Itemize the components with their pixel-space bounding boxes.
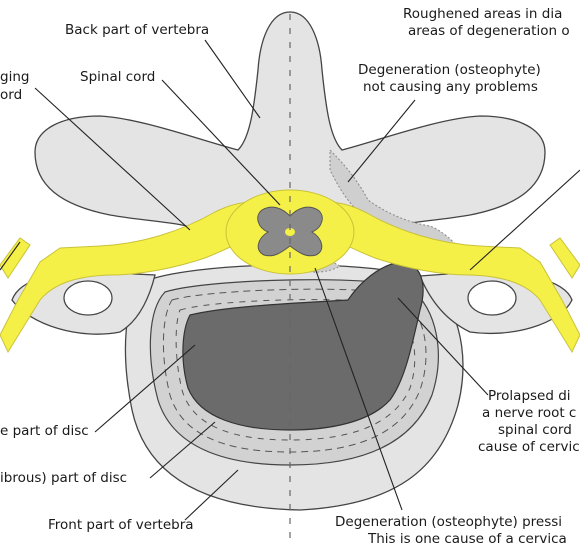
leader-spinal-cord [161, 79, 281, 206]
nucleus-pulposus [182, 261, 424, 431]
leader-outer-disc [149, 421, 216, 479]
leader-back-vertebra [204, 39, 261, 119]
label-osteophyte-ok-line2: not causing any problems [363, 79, 538, 95]
label-front-vertebra: Front part of vertebra [48, 517, 194, 533]
label-prolapsed-line3: spinal cord [498, 422, 572, 438]
label-prolapsed-line2: a nerve root c [482, 405, 577, 421]
annulus-dashes [163, 288, 427, 453]
left-root-top-branch [0, 237, 31, 279]
label-osteophyte-press-line2: This is one cause of a cervica [368, 531, 567, 547]
label-prolapsed-line4: cause of cervic [478, 439, 580, 455]
leader-roughened [469, 169, 580, 271]
label-prolapsed-line1: Prolapsed di [488, 388, 571, 404]
leader-left-root [0, 241, 21, 271]
cord-central-canal [285, 228, 295, 236]
leader-lines [0, 39, 580, 521]
label-spinal-cord: Spinal cord [80, 69, 156, 85]
label-inner-disc: e part of disc [0, 423, 89, 439]
leader-inner-disc [94, 344, 196, 433]
label-bulging-line1: ging [0, 69, 30, 85]
leader-osteo-ok [347, 99, 416, 183]
leader-prolapsed [397, 297, 489, 396]
label-back-vertebra: Back part of vertebra [65, 22, 210, 38]
label-osteophyte-ok-line1: Degeneration (osteophyte) [358, 62, 541, 78]
left-foramen [63, 280, 113, 316]
leader-front-vertebra [184, 469, 239, 521]
right-foramen [467, 280, 517, 316]
leader-osteo-press [314, 267, 403, 511]
label-outer-disc: ibrous) part of disc [0, 470, 128, 486]
label-roughened-line1: Roughened areas in dia [403, 6, 563, 22]
label-roughened-line2: areas of degeneration o [408, 23, 570, 39]
label-bulging-line2: ord [0, 87, 23, 103]
right-root-top-branch [549, 237, 580, 279]
leader-bulging [34, 87, 191, 231]
label-osteophyte-press-line1: Degeneration (osteophyte) pressi [335, 514, 563, 530]
